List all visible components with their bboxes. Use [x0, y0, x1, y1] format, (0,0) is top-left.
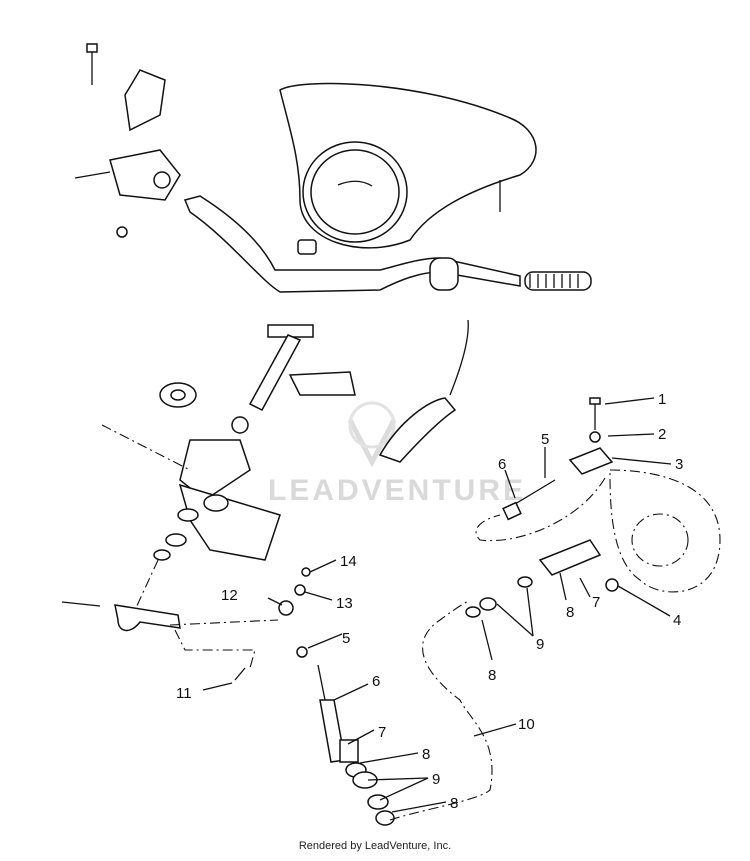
- callout-label: 8: [450, 795, 458, 812]
- callout-label: 13: [336, 595, 353, 612]
- callout-label: 8: [488, 667, 496, 684]
- callout-label: 12: [221, 587, 238, 604]
- callout-label: 3: [675, 456, 683, 473]
- seat-cover: [279, 82, 537, 249]
- callout-label: 9: [432, 771, 440, 788]
- leader-lines: [202, 397, 672, 813]
- callout-label: 4: [673, 612, 681, 629]
- watermark-logo: [347, 401, 397, 468]
- callout-label: 14: [340, 553, 357, 570]
- brake-housing: [605, 469, 721, 593]
- center-cable-assembly: [278, 567, 395, 826]
- callout-labels: 1 2 3 4 5 6 5 6 7 8 9 8 10 14 12 13 11 7…: [176, 391, 683, 812]
- callout-label: 8: [422, 746, 430, 763]
- cord-and-key: [378, 319, 469, 463]
- callout-label: 9: [536, 636, 544, 653]
- callout-label: 5: [541, 431, 549, 448]
- callout-label: 6: [372, 673, 380, 690]
- callout-label: 7: [378, 724, 386, 741]
- callout-label: 6: [498, 456, 506, 473]
- handlebar: [183, 195, 592, 338]
- callout-label: 1: [658, 391, 666, 408]
- callout-label: 11: [176, 685, 192, 702]
- cable-loop: [389, 599, 493, 821]
- callout-label: 10: [518, 716, 535, 733]
- callout-label: 5: [342, 630, 350, 647]
- right-cable-assembly: [465, 397, 614, 618]
- throttle-housing: [74, 43, 181, 238]
- callout-label: 7: [592, 594, 600, 611]
- steering-post: [231, 334, 356, 434]
- callout-label: 8: [566, 604, 574, 621]
- footer-credit: Rendered by LeadVenture, Inc.: [298, 840, 452, 852]
- callout-label: 2: [658, 426, 666, 443]
- cable-upper-loop: [475, 477, 606, 542]
- watermark-text: LEADVENTURE: [268, 474, 526, 507]
- brake-lever: [61, 601, 279, 681]
- bracket-assembly: [101, 382, 281, 611]
